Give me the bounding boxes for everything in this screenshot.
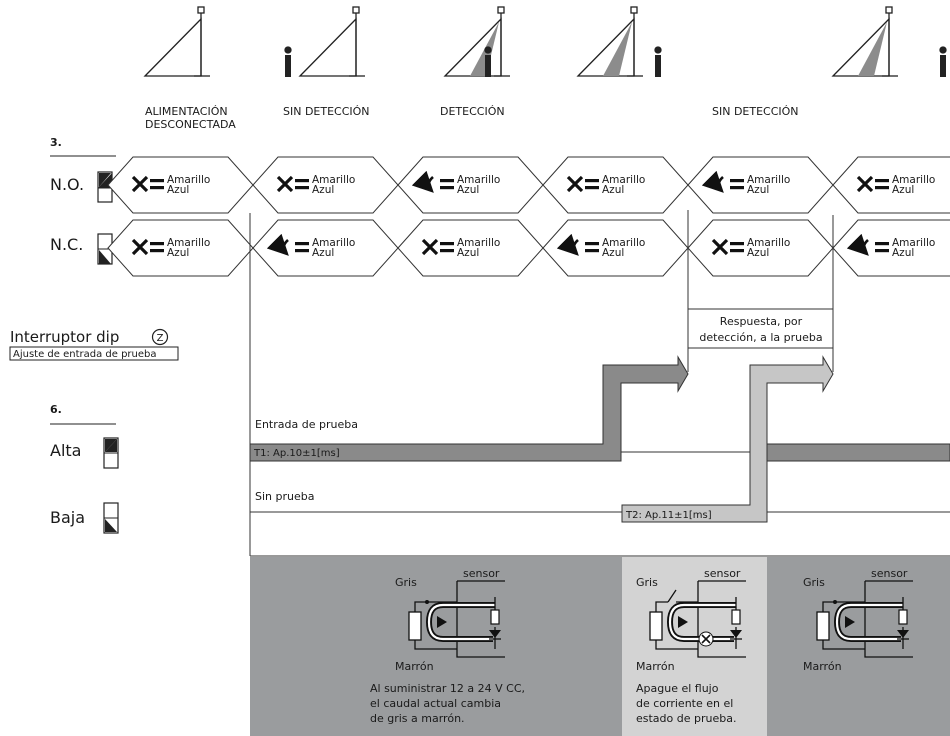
label-t2: T2: Ap.11±1[ms] — [625, 510, 712, 521]
wire-yellow-label: Amarillo — [167, 174, 210, 186]
wire-yellow-label: Amarillo — [312, 237, 355, 249]
contact-closed-icon — [266, 233, 309, 256]
sensor-icon-power-off — [143, 6, 210, 77]
label-high: Alta — [50, 441, 81, 460]
wire-yellow-label: Amarillo — [892, 237, 935, 249]
label-t1: T1: Ap.10±1[ms] — [253, 448, 340, 459]
label-no-test: Sin prueba — [255, 490, 314, 503]
sensor-icon-detection — [443, 6, 510, 77]
dip-switch-no-icon — [97, 171, 113, 203]
hex-row-no: AmarilloAzulAmarilloAzulAmarilloAzulAmar… — [107, 156, 950, 214]
row-label-nc: N.C. — [50, 235, 83, 254]
brown-wire-label: Marrón — [803, 660, 842, 673]
sensor-label: sensor — [871, 567, 908, 580]
stage-label-detection: DETECCIÓN — [440, 105, 505, 118]
wire-blue-label: Azul — [167, 247, 189, 259]
brown-wire-label: Marrón — [395, 660, 434, 673]
wire-blue-label: Azul — [892, 247, 914, 259]
dip-z-symbol: Z — [157, 333, 164, 344]
response-line-1: Respuesta, por — [720, 315, 803, 328]
wire-yellow-label: Amarillo — [457, 174, 500, 186]
contact-closed-icon — [556, 233, 599, 256]
gray-wire-label: Gris — [395, 576, 417, 589]
panel2-note-line3: estado de prueba. — [636, 712, 736, 725]
wire-blue-label: Azul — [747, 184, 769, 196]
panel2-note-line2: de corriente en el — [636, 697, 733, 710]
wire-blue-label: Azul — [747, 247, 769, 259]
panel1-note-line1: Al suministrar 12 a 24 V CC, — [370, 682, 525, 695]
dip-switch-title: Interruptor dip — [10, 328, 119, 346]
contact-open-icon — [566, 175, 599, 193]
wire-yellow-label: Amarillo — [602, 174, 645, 186]
contact-open-icon — [131, 238, 164, 256]
wire-yellow-label: Amarillo — [892, 174, 935, 186]
gray-wire-label: Gris — [636, 576, 658, 589]
contact-closed-icon — [846, 233, 889, 256]
contact-open-icon — [276, 175, 309, 193]
contact-closed-icon — [411, 170, 454, 193]
stage-label-no-detection: SIN DETECCIÓN — [283, 105, 370, 118]
no-test-arrow — [621, 355, 834, 523]
panel-power-on — [250, 557, 622, 736]
contact-closed-icon — [701, 170, 744, 193]
brown-wire-label: Marrón — [636, 660, 675, 673]
wire-yellow-label: Amarillo — [747, 174, 790, 186]
contact-open-icon — [856, 175, 889, 193]
response-box — [687, 308, 834, 349]
panel2-note-line1: Apague el flujo — [636, 682, 719, 695]
panel1-note-line3: de gris a marrón. — [370, 712, 465, 725]
contact-open-icon — [711, 238, 744, 256]
wire-blue-label: Azul — [602, 247, 624, 259]
test-input-arrow — [249, 355, 950, 462]
wire-yellow-label: Amarillo — [167, 237, 210, 249]
label-low: Baja — [50, 508, 85, 527]
contact-open-icon — [421, 238, 454, 256]
dip-switch-subtitle: Ajuste de entrada de prueba — [13, 349, 157, 360]
label-test-input: Entrada de prueba — [255, 418, 358, 431]
wire-blue-label: Azul — [312, 247, 334, 259]
row-label-no: N.O. — [50, 175, 84, 194]
response-line-2: detección, a la prueba — [699, 331, 822, 344]
wire-blue-label: Azul — [457, 184, 479, 196]
wire-yellow-label: Amarillo — [312, 174, 355, 186]
sensor-icon-no-detection-3 — [831, 6, 947, 77]
sensor-icon-no-detection — [284, 6, 365, 77]
contact-open-icon — [131, 175, 164, 193]
dip-z-symbol-icon — [151, 328, 169, 346]
wire-blue-label: Azul — [602, 184, 624, 196]
sensor-label: sensor — [463, 567, 500, 580]
sensor-icon-no-detection-2 — [576, 6, 662, 77]
hex-row-nc: AmarilloAzulAmarilloAzulAmarilloAzulAmar… — [107, 219, 950, 277]
wire-yellow-label: Amarillo — [602, 237, 645, 249]
wire-blue-label: Azul — [167, 184, 189, 196]
stage-label-no-detection-2: SIN DETECCIÓN — [712, 105, 799, 118]
wire-yellow-label: Amarillo — [747, 237, 790, 249]
panel1-note-line2: el caudal actual cambia — [370, 697, 501, 710]
wire-yellow-label: Amarillo — [457, 237, 500, 249]
gray-wire-label: Gris — [803, 576, 825, 589]
sensor-label: sensor — [704, 567, 741, 580]
panel-test-state — [622, 557, 767, 736]
dip-switch-high-icon — [103, 437, 119, 469]
wire-blue-label: Azul — [312, 184, 334, 196]
wire-blue-label: Azul — [892, 184, 914, 196]
section-3-number: 3. — [50, 136, 62, 149]
section-6-number: 6. — [50, 403, 62, 416]
panel-normal — [767, 557, 950, 736]
hex-no-segment — [832, 156, 950, 214]
dip-switch-low-icon — [103, 502, 119, 534]
wire-blue-label: Azul — [457, 247, 479, 259]
